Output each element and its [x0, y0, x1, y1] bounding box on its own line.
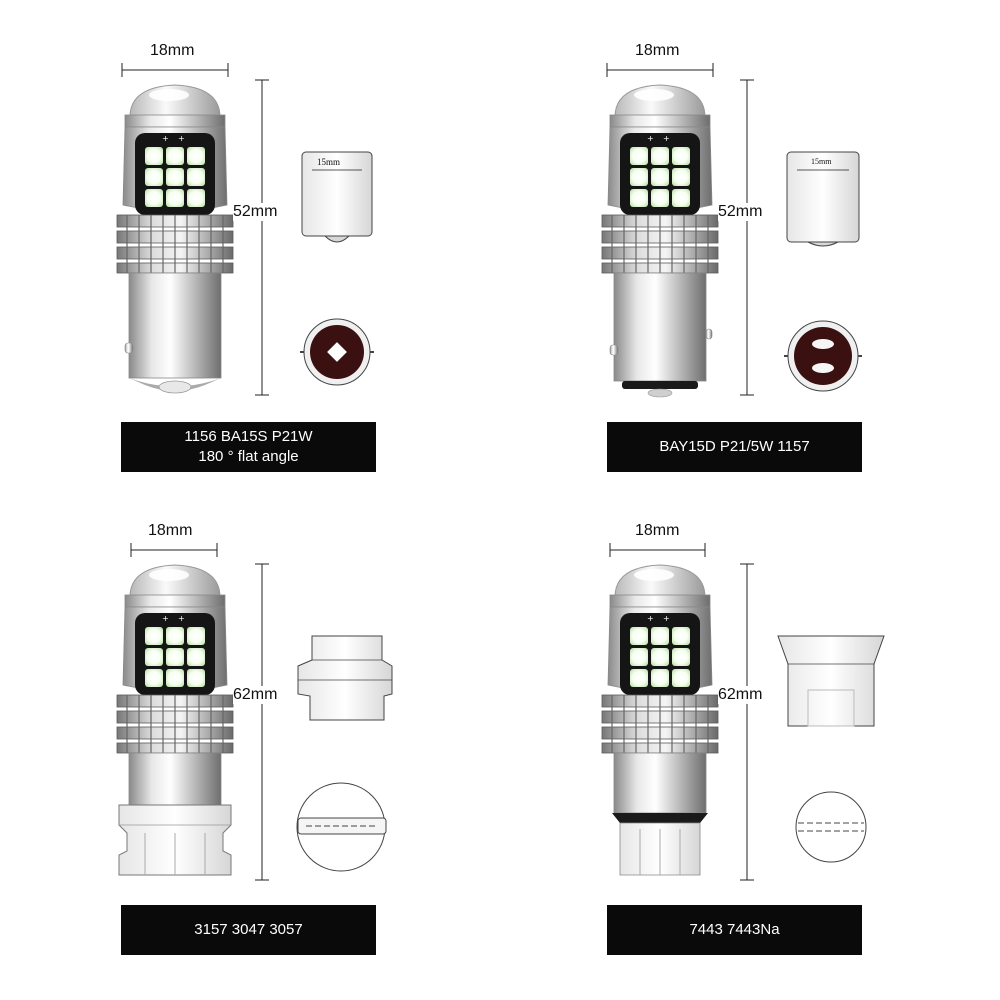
bulb-1157-illustration [601, 63, 862, 398]
bulb-7443-illustration [601, 543, 885, 881]
caption-line-1: 3157 3047 3057 [194, 921, 303, 938]
product-caption: 3157 3047 3057 [121, 905, 376, 955]
product-panel-3157: 18mm 62mm 3157 3047 3057 [0, 480, 500, 980]
caption-line-2: 180 ° flat angle [198, 448, 299, 465]
length-label: 62mm [233, 686, 278, 704]
product-panel-1156: 18mm 52mm 15mm 1156 BA15S P21W 180 ° fla… [0, 0, 500, 500]
length-label: 62mm [718, 686, 763, 704]
caption-line-1: 7443 7443Na [689, 921, 780, 938]
length-label: 52mm [718, 203, 763, 221]
product-caption: 1156 BA15S P21W 180 ° flat angle [121, 422, 376, 472]
product-panel-1157: 18mm 52mm 15mm BAY15D P21/5W 1157 [500, 0, 1000, 500]
width-label: 18mm [148, 522, 193, 539]
length-label: 52mm [233, 203, 278, 221]
width-label: 18mm [635, 42, 680, 59]
caption-line-1: 1156 BA15S P21W [184, 428, 313, 445]
bulb-3157-illustration [116, 543, 393, 881]
caption-line-1: BAY15D P21/5W 1157 [659, 438, 810, 455]
product-panel-7443: 18mm 62mm 7443 7443Na [500, 480, 1000, 980]
base-width-label: 15mm [317, 157, 341, 167]
base-width-label: 15mm [811, 157, 832, 166]
width-label: 18mm [635, 522, 680, 539]
width-label: 18mm [150, 42, 195, 59]
product-caption: 7443 7443Na [607, 905, 862, 955]
bulb-1156-illustration [116, 63, 374, 396]
product-caption: BAY15D P21/5W 1157 [607, 422, 862, 472]
